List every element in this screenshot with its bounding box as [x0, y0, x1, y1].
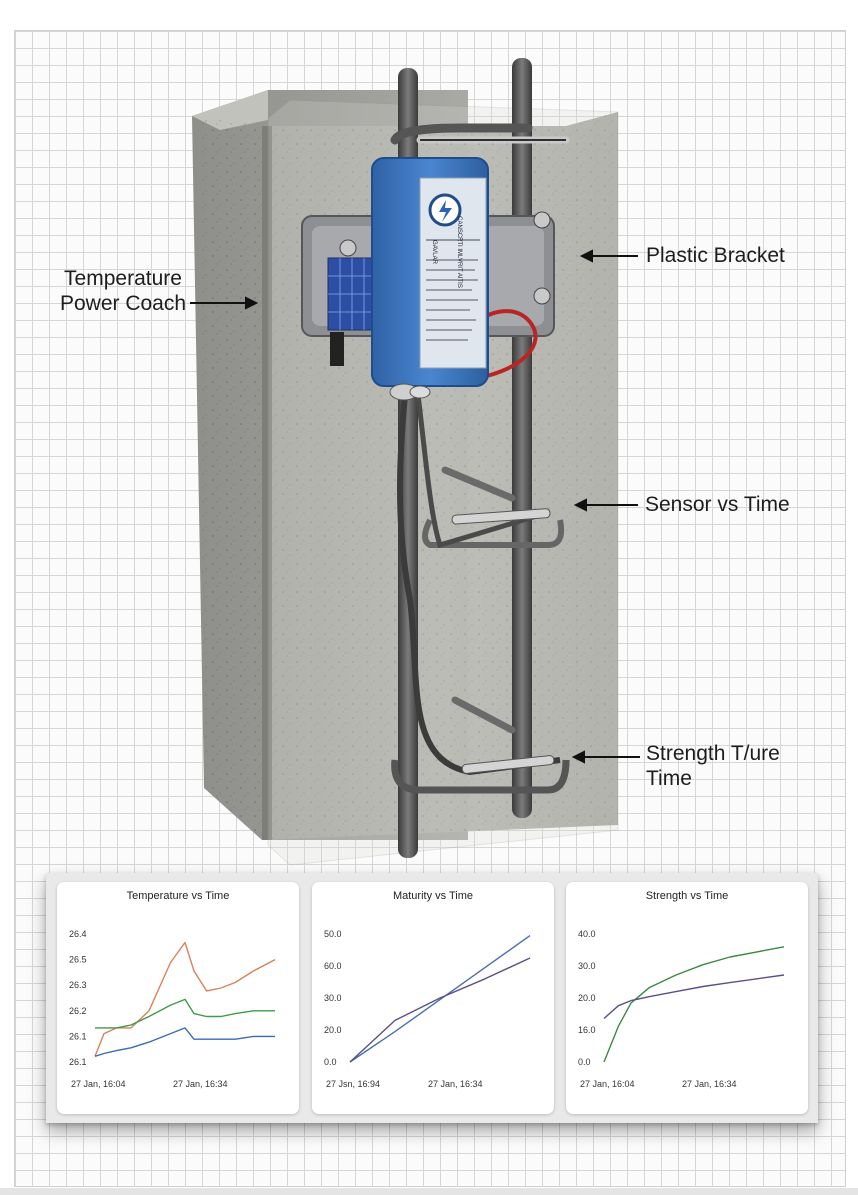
y-tick-label: 26.2	[69, 1006, 87, 1016]
x-tick-label: 27 Jan, 16:04	[580, 1079, 635, 1089]
y-tick-label: 30.0	[324, 993, 342, 1003]
strength-chart: 40.0 30.0 20.0 16.0 0.0 27 Jan, 16:04 27 Jan, …	[578, 929, 785, 1089]
chart-title: Temperature vs Time	[126, 890, 230, 902]
series-line-0	[349, 935, 531, 1063]
y-tick-label: 0.0	[324, 1057, 337, 1067]
y-tick-label: 40.0	[578, 929, 596, 939]
callout-arrows	[190, 249, 640, 764]
chart-title: Maturity vs Time	[392, 890, 474, 902]
x-tick-label: 27 Jan, 16:04	[71, 1079, 126, 1089]
y-tick-label: 30.0	[578, 961, 596, 971]
y-tick-label: 20.0	[324, 1025, 342, 1035]
power-cable	[477, 309, 538, 380]
y-tick-label: 20.0	[578, 993, 596, 1003]
y-tick-label: 26.5	[69, 955, 87, 965]
y-tick-label: 50.0	[324, 929, 342, 939]
series-line-1	[95, 998, 275, 1029]
y-tick-label: 0.0	[578, 1057, 591, 1067]
callout-plastic-bracket: Plastic Bracket	[646, 244, 785, 267]
device-label-line2: GAVLAR	[431, 240, 437, 265]
y-tick-label: 26.1	[69, 1031, 87, 1041]
x-tick-label: 27 Jan, 16:34	[173, 1079, 228, 1089]
y-tick-label: 16.0	[578, 1025, 596, 1035]
strength-chart-card: Strength vs Time 40.0 30.0 20.0 16.0 0.0 27 J…	[566, 882, 808, 1114]
maturity-chart-card: Maturity vs Time 50.0 60.0 30.0 20.0 0.0 27 J…	[312, 882, 554, 1114]
y-tick-label: 26.1	[69, 1057, 87, 1067]
y-tick-label: 26.4	[69, 929, 87, 939]
callout-strength-time: Strength T/ure Time	[646, 742, 780, 790]
x-tick-label: 27 Jan, 16:34	[682, 1079, 737, 1089]
callout-temperature-power-coach: Temperature Power Coach	[59, 267, 187, 315]
x-tick-label: 27 Jan, 16:34	[428, 1079, 483, 1089]
page-bottom-edge	[0, 1188, 858, 1195]
sensor-probes	[397, 136, 570, 776]
y-tick-label: 60.0	[324, 961, 342, 971]
y-tick-label: 26.3	[69, 980, 87, 990]
maturity-chart: 50.0 60.0 30.0 20.0 0.0 27 Jsn, 16:94 27 Jan, …	[324, 929, 531, 1089]
series-line-1	[349, 957, 531, 1063]
solar-panel	[327, 257, 377, 366]
sensor-installation-illustration: CANSCRTI IMLVRIT AITIS GAVLAR	[190, 58, 640, 866]
temperature-chart: 26.4 26.5 26.3 26.2 26.1 26.1 27 Jan, 16:04 27 …	[69, 929, 276, 1089]
data-logger-device: CANSCRTI IMLVRIT AITIS GAVLAR	[371, 157, 489, 401]
chart-title: Strength vs Time	[645, 890, 729, 902]
x-tick-label: 27 Jsn, 16:94	[326, 1079, 380, 1089]
temperature-chart-card: Temperature vs Time 26.4 26.5 26.3 26.2 26.1…	[57, 882, 299, 1114]
callout-sensor-vs-time: Sensor vs Time	[645, 493, 790, 516]
device-label-line1: CANSCRTI IMLVRIT AITIS	[456, 216, 462, 288]
series-line-0	[603, 946, 785, 1063]
series-line-1	[603, 974, 785, 1020]
series-line-2	[94, 1027, 275, 1057]
